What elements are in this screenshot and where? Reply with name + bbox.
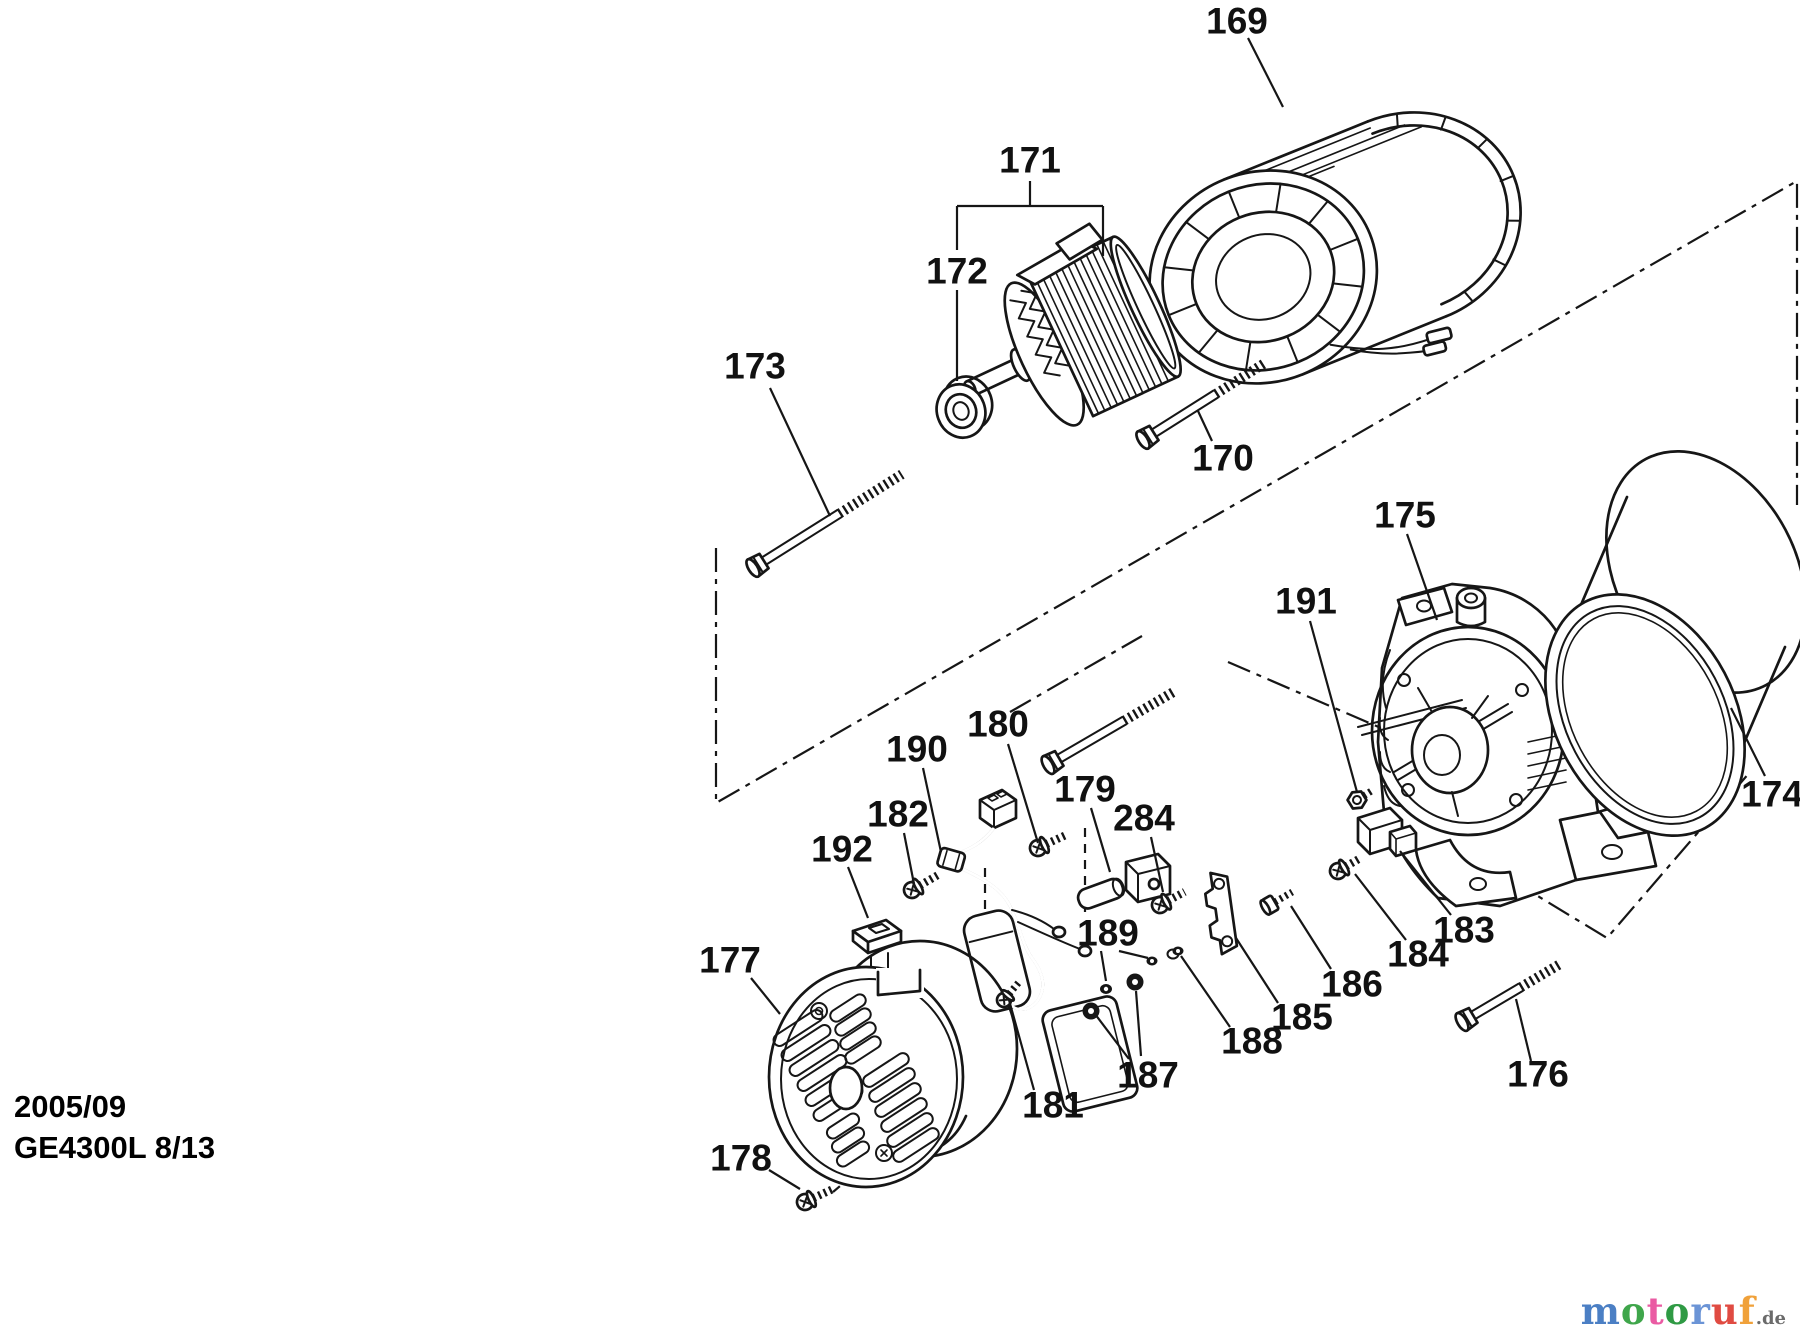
leader-185 [1235,937,1279,1004]
bolt-173-drawing [745,469,905,579]
footer-text: 2005/09 GE4300L 8/13 [14,1087,215,1169]
screw-284 [1150,888,1187,915]
screw-182 [902,871,940,900]
nuts-washers [1082,946,1184,1020]
leader-284 [1149,836,1165,893]
screw-184 [1328,854,1363,881]
stator-drawing [1148,111,1522,385]
leader-170 [1197,410,1213,442]
callout-171: 171 [999,140,1061,181]
screw-180 [1028,831,1067,858]
leader-178 [768,1169,801,1190]
callout-190: 190 [886,729,948,770]
bolt-176-drawing [1454,958,1565,1033]
callout-169: 169 [1206,1,1268,42]
leader-169 [1247,37,1284,108]
grommet-drawing [851,918,903,992]
terminal-strip-drawing [1203,871,1239,956]
leader-189 [1099,950,1108,982]
band-drawing [1544,449,1800,838]
watermark-letter: f [1738,1289,1756,1333]
screw-181 [995,979,1023,1009]
bolt-middle-drawing [1040,686,1178,776]
leader-182 [902,832,916,885]
leader-179 [1089,807,1112,873]
brush-holder-drawing [1356,806,1418,858]
watermark-letter: o [1664,1289,1691,1333]
callout-170: 170 [1192,438,1254,479]
leader-186 [1290,905,1332,970]
callout-188: 188 [1221,1021,1283,1062]
watermark-suffix: .de [1755,1308,1786,1329]
callout-176: 176 [1507,1054,1569,1095]
callout-178: 178 [710,1138,772,1179]
leader-181 [1007,999,1036,1091]
callout-177: 177 [699,940,761,981]
leader-191 [1308,620,1359,793]
footer-model-code: GE4300L 8/13 [14,1129,216,1165]
bracket-plate-drawing [1041,995,1139,1113]
leader-173 [769,387,831,517]
watermark-word: motoruf [1581,1289,1756,1333]
leader-187 [1134,990,1143,1057]
end-cover-drawing [767,939,1019,1189]
leader-188 [1180,955,1231,1028]
leader-177 [750,977,781,1015]
bearing-drawing [935,375,994,440]
leader-190 [921,767,943,853]
watermark-letter: m [1580,1289,1621,1333]
screw-178 [795,1184,836,1212]
watermark: motoruf.de [1581,1289,1786,1333]
leader-175 [1405,533,1439,621]
rotor-drawing [962,222,1183,427]
callout-192: 192 [811,829,873,870]
watermark-letter: r [1690,1289,1711,1333]
callout-189: 189 [1077,913,1139,954]
leader-180 [1006,743,1040,844]
callout-284: 284 [1113,798,1175,839]
footer-date-code: 2005/09 [14,1089,127,1124]
callout-191: 191 [1275,581,1337,622]
screw-191 [1346,787,1375,810]
callout-186: 186 [1321,964,1383,1005]
bolt-170-drawing [1135,358,1268,451]
leader-183 [1399,850,1452,916]
watermark-letter: o [1620,1289,1647,1333]
callout-173: 173 [724,346,786,387]
rectifier-drawing [1076,852,1172,910]
leader-176 [1514,998,1533,1062]
leader-184 [1354,873,1407,941]
watermark-letter: u [1710,1289,1739,1333]
condenser-drawing [962,909,1032,1013]
callout-180: 180 [967,704,1029,745]
callout-181: 181 [1022,1085,1084,1126]
watermark-letter: t [1646,1289,1665,1333]
callout-187: 187 [1117,1055,1179,1096]
callout-185: 185 [1271,997,1333,1038]
callout-183: 183 [1433,910,1495,951]
callout-184: 184 [1387,934,1449,975]
callout-179: 179 [1054,769,1116,810]
leader-189 [1118,949,1149,960]
harness-drawing [936,788,1093,1011]
callout-175: 175 [1374,495,1436,536]
callout-172: 172 [926,251,988,292]
callout-174: 174 [1741,774,1800,815]
leader-174 [1730,707,1766,777]
leader-187 [1094,1013,1130,1060]
callout-182: 182 [867,794,929,835]
leader-192 [846,866,870,919]
end-bracket-drawing [1357,582,1658,908]
screw-186 [1259,888,1294,916]
